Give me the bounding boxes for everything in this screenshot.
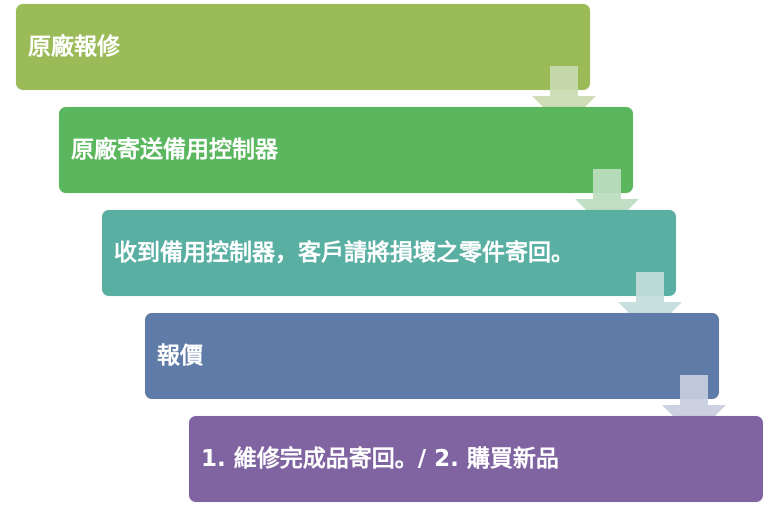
step-return-damaged-parts: 收到備用控制器，客戶請將損壞之零件寄回。 [102, 210, 676, 296]
step-label: 原廠報修 [28, 34, 120, 60]
step-return-or-purchase: 1. 維修完成品寄回。/ 2. 購買新品 [189, 416, 763, 502]
step-label: 收到備用控制器，客戶請將損壞之零件寄回。 [114, 240, 574, 266]
step-quotation: 報價 [145, 313, 719, 399]
down-arrow-icon [662, 375, 726, 437]
step-label: 報價 [157, 343, 203, 369]
step-send-backup-controller: 原廠寄送備用控制器 [59, 107, 633, 193]
step-label: 原廠寄送備用控制器 [71, 137, 278, 163]
step-factory-repair: 原廠報修 [16, 4, 590, 90]
down-arrow-icon [618, 272, 682, 334]
down-arrow-icon [532, 66, 596, 128]
step-label: 1. 維修完成品寄回。/ 2. 購買新品 [201, 446, 559, 472]
down-arrow-icon [575, 169, 639, 231]
